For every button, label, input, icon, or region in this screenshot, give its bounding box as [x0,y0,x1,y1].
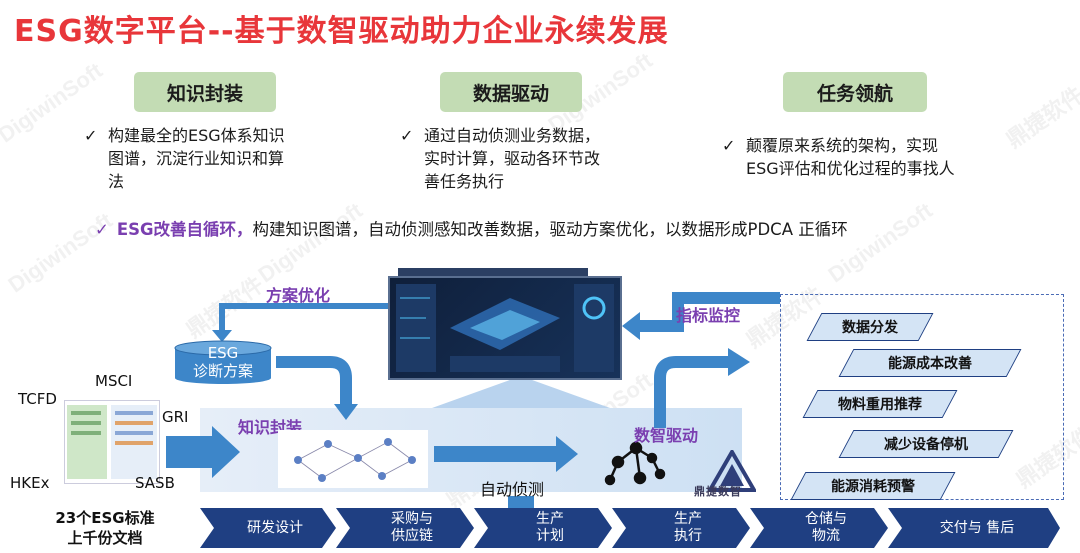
cycle-summary: ✓ ESG改善自循环，构建知识图谱，自动侦测感知改善数据，驱动方案优化，以数据形成… [95,216,848,240]
dashboard-header-bar [398,268,588,276]
up-arrow-shape [432,376,610,408]
process-delivery: 交付与 售后 [939,519,1015,536]
drive-arrow-head [728,348,750,376]
page-title: ESG数字平台--基于数智驱动助力企业永续发展 [14,14,669,49]
pillar-desc-data: ✓ 通过自动侦测业务数据，实时计算，驱动各环节改善任务执行 [400,126,601,191]
check-icon: ✓ [722,136,736,155]
digital-drive-label: 数智驱动 [634,426,699,445]
graph-arrow-shape [434,436,578,472]
knowledge-graph-image [278,430,428,488]
pillar-desc-knowledge: ✓ 构建最全的ESG体系知识图谱，沉淀行业知识和算法 [84,126,285,191]
diag-arrow-path [276,356,352,406]
std-sasb: SASB [135,474,175,492]
process-chevron [888,508,1060,548]
check-icon: ✓ [95,220,109,239]
process-chevron [474,508,612,548]
std-hkex: HKEx [10,474,50,492]
auto-detect-label: 自动侦测 [480,480,545,499]
process-chevron [336,508,474,548]
std-tcfd: TCFD [18,390,57,408]
dashboard-screen [388,276,622,380]
docs-arrow-shape [166,426,240,478]
process-chevron [750,508,888,548]
document-icon [67,405,157,479]
cycle-text: 构建知识图谱，自动侦测感知改善数据，驱动方案优化，以数据形成PDCA 正循环 [252,220,848,239]
std-msci: MSCI [95,372,133,390]
network-icon [604,441,666,486]
standards-docs-image [64,400,160,484]
cycle-highlight: ESG改善自循环， [116,220,253,239]
pillar-title-task: 任务领航 [783,72,927,112]
process-rd-design: 研发设计 [247,519,303,536]
plan-opt-line [219,303,388,334]
database-icon [174,340,272,384]
process-warehouse: 仓储与物流 [805,511,847,544]
pillar-title-data: 数据驱动 [440,72,582,112]
process-production-plan: 生产计划 [536,511,564,544]
process-chevron [200,508,336,548]
task-material-reuse: 物料重用推荐 [838,397,922,413]
process-production-exec: 生产执行 [674,511,702,544]
monitor-arrow-shape [622,292,780,340]
pillar-title-knowledge: 知识封装 [134,72,276,112]
dashboard-graphic [396,284,614,372]
process-procurement: 采购与供应链 [391,511,433,544]
company-logo [708,450,756,492]
plan-opt-head [212,330,232,342]
standards-count-label: 23个ESG标准上千份文档 [55,509,155,547]
drive-arrow-path [654,356,730,428]
task-energy-warning: 能源消耗预警 [831,479,915,495]
task-reduce-downtime: 减少设备停机 [884,437,968,453]
indicator-monitor-label: 指标监控 [676,306,741,325]
std-gri: GRI [162,408,189,426]
check-icon: ✓ [84,126,98,145]
task-data-distribution: 数据分发 [842,320,898,336]
check-icon: ✓ [400,126,414,145]
task-energy-cost: 能源成本改善 [888,356,972,372]
logo-text: 鼎捷数智 [694,485,742,498]
plan-opt-label: 方案优化 [266,286,331,305]
process-chevron [612,508,750,548]
graph-network-icon [294,438,416,482]
diag-arrow-head [334,404,358,420]
